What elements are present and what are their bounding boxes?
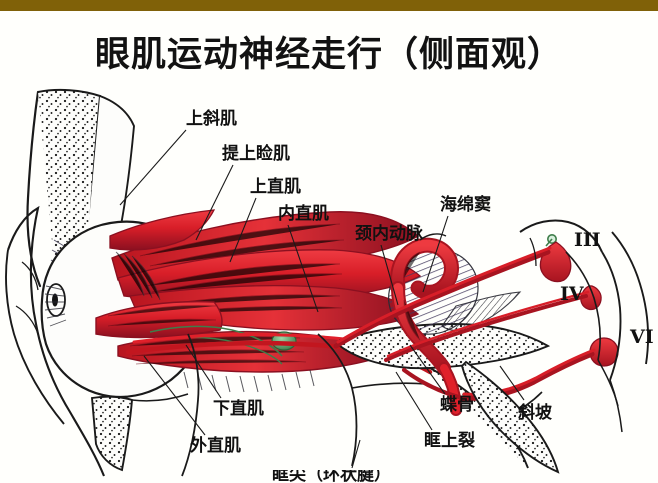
label-superior-oblique: 上斜肌: [186, 109, 237, 129]
pupil: [52, 293, 58, 307]
label-internal-carotid-artery: 颈内动脉: [355, 224, 423, 244]
label-orbital-apex-annulus: 眶尖（环状腱）: [272, 470, 391, 483]
abducens-nerve-VI: [401, 337, 619, 401]
label-inferior-rectus: 下直肌: [213, 399, 264, 419]
label-leader-lines: [119, 129, 525, 469]
label-superior-orbital-fissure: 眶上裂: [424, 431, 475, 451]
label-clivus: 斜坡: [518, 403, 552, 423]
label-cavernous-sinus: 海绵窦: [440, 195, 491, 215]
label-superior-rectus: 上直肌: [250, 177, 301, 197]
clivus-bone: [460, 360, 560, 474]
label-sphenoid-bone: 蝶骨: [440, 395, 474, 415]
numeral-trochlear-nerve-IV: IV: [560, 283, 584, 305]
label-medial-rectus: 内直肌: [278, 204, 329, 224]
label-lateral-rectus: 外直肌: [190, 436, 241, 456]
numeral-oculomotor-nerve-III: III: [574, 229, 601, 251]
oculomotor-nerve-III: [333, 238, 572, 349]
sphenoid-bone-body: [90, 333, 427, 477]
posterior-skull-outline: [519, 219, 649, 433]
lateral-rectus-muscle: [95, 300, 223, 339]
bottom-cut-off-label-clip: 眶尖（环状腱）: [0, 470, 658, 483]
slide-top-accent-bar: [0, 0, 658, 11]
internal-carotid-artery-siphon: [390, 233, 462, 416]
numeral-abducens-nerve-VI: VI: [630, 326, 654, 348]
skull-outline-lateral: [5, 205, 105, 477]
label-levator-palpebrae-superioris: 提上睑肌: [222, 144, 290, 164]
page-title: 眼肌运动神经走行（侧面观）: [94, 35, 563, 75]
